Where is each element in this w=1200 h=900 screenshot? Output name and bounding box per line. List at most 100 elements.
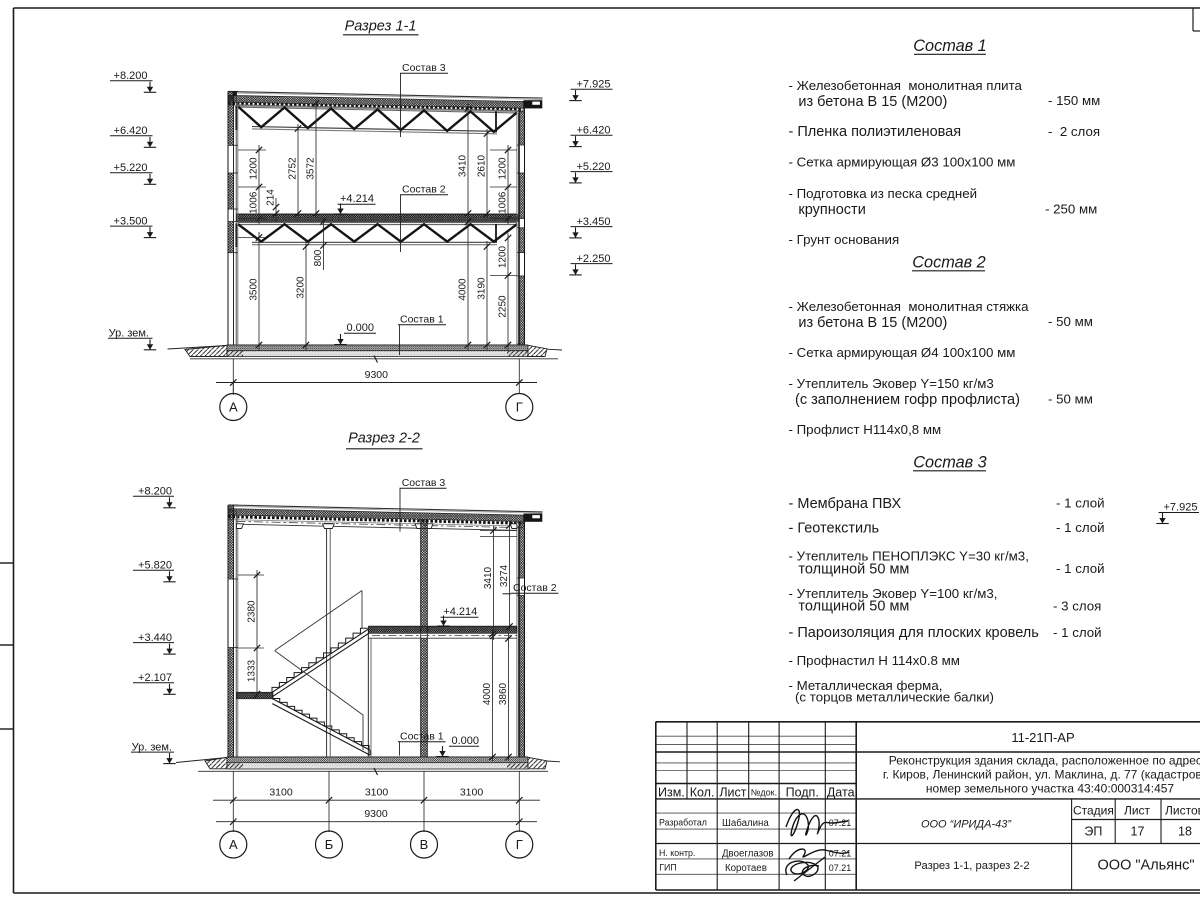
svg-text:ООО “ИРИДА-43”: ООО “ИРИДА-43”: [921, 819, 1012, 831]
svg-text:Дата: Дата: [827, 785, 855, 799]
svg-text:9300: 9300: [364, 808, 388, 820]
svg-text:Стадия: Стадия: [1073, 804, 1114, 818]
svg-text:0.000: 0.000: [452, 735, 480, 747]
svg-text:- Железобетонная монолитная с: - Железобетонная монолитная стяжка: [789, 299, 1030, 314]
svg-text:2250: 2250: [498, 295, 509, 318]
svg-text:- Мембрана ПВХ: - Мембрана ПВХ: [789, 496, 902, 512]
svg-text:- 250 мм: - 250 мм: [1045, 202, 1097, 217]
svg-text:+4.214: +4.214: [340, 193, 374, 205]
svg-text:4000: 4000: [458, 278, 469, 301]
svg-text:3410: 3410: [458, 154, 469, 177]
svg-text:Шабалина: Шабалина: [722, 818, 769, 829]
svg-text:1200: 1200: [498, 157, 509, 180]
svg-text:Состав 1: Состав 1: [400, 731, 444, 743]
svg-text:07.21: 07.21: [829, 863, 852, 873]
svg-text:18: 18: [1178, 825, 1192, 839]
svg-text:Н. контр.: Н. контр.: [659, 848, 695, 858]
svg-text:Г: Г: [516, 837, 523, 852]
svg-text:г. Киров, Ленинский район, ул.: г. Киров, Ленинский район, ул. Маклина, …: [883, 768, 1200, 782]
svg-text:3500: 3500: [249, 278, 260, 301]
svg-text:- 1 слой: - 1 слой: [1053, 625, 1102, 640]
svg-text:07.21: 07.21: [829, 818, 852, 828]
svg-text:из бетона В 15 (М200): из бетона В 15 (М200): [798, 315, 947, 331]
svg-text:- Подготовка из песка средней: - Подготовка из песка средней: [789, 186, 978, 201]
svg-text:А: А: [229, 400, 238, 415]
svg-text:3860: 3860: [498, 682, 509, 705]
svg-text:- 50 мм: - 50 мм: [1048, 314, 1093, 329]
svg-text:- 3 слоя: - 3 слоя: [1053, 599, 1101, 614]
svg-text:Б: Б: [325, 837, 334, 852]
svg-text:2610: 2610: [477, 154, 488, 177]
svg-text:11-21П-АР: 11-21П-АР: [1011, 730, 1074, 745]
svg-text:+8.200: +8.200: [114, 70, 148, 82]
svg-text:+5.220: +5.220: [577, 161, 611, 173]
svg-text:- 1 слой: - 1 слой: [1056, 561, 1105, 576]
svg-text:Листов: Листов: [1165, 804, 1200, 818]
svg-text:Состав 3: Состав 3: [402, 477, 446, 489]
svg-text:2752: 2752: [288, 157, 299, 180]
svg-text:+6.420: +6.420: [577, 125, 611, 137]
svg-text:3410: 3410: [483, 566, 494, 589]
svg-text:- Утеплитель Эковер Y=100 кг/м: - Утеплитель Эковер Y=100 кг/м3,: [789, 586, 998, 601]
svg-text:- Сетка армирующая Ø4 100х100: - Сетка армирующая Ø4 100х100 мм: [789, 345, 1016, 360]
svg-text:1006: 1006: [249, 191, 260, 214]
svg-text:- Профнастил Н 114х0.8 мм: - Профнастил Н 114х0.8 мм: [789, 653, 960, 668]
svg-text:+5.220: +5.220: [114, 162, 148, 174]
svg-text:- Утеплитель ПЕНОПЛЭКС Y=30 кг: - Утеплитель ПЕНОПЛЭКС Y=30 кг/м3,: [789, 549, 1029, 564]
svg-text:Состав 3: Состав 3: [913, 454, 986, 472]
svg-text:Лист: Лист: [1124, 804, 1151, 818]
svg-text:1200: 1200: [498, 245, 509, 268]
svg-text:Изм.: Изм.: [658, 785, 685, 799]
svg-text:(с торцов металлические балки): (с торцов металлические балки): [795, 690, 994, 705]
svg-text:Состав 3: Состав 3: [402, 62, 446, 74]
svg-text:Состав 1: Состав 1: [913, 37, 986, 55]
svg-text:3200: 3200: [296, 276, 307, 299]
svg-text:- Пленка полиэтиленовая: - Пленка полиэтиленовая: [789, 124, 962, 140]
svg-text:+3.440: +3.440: [138, 632, 172, 644]
svg-text:- Пароизоляция для плоских кро: - Пароизоляция для плоских кровель: [789, 625, 1039, 641]
svg-text:- Геотекстиль: - Геотекстиль: [789, 520, 880, 536]
svg-text:- Металлическая ферма,: - Металлическая ферма,: [789, 678, 943, 693]
svg-text:3100: 3100: [269, 787, 293, 799]
svg-text:3100: 3100: [365, 787, 389, 799]
svg-text:Разрез 1-1, разрез 2-2: Разрез 1-1, разрез 2-2: [914, 860, 1029, 872]
svg-text:3190: 3190: [477, 277, 488, 300]
svg-text:9300: 9300: [365, 369, 389, 381]
svg-text:- 1 слой: - 1 слой: [1056, 496, 1105, 511]
svg-text:Состав 1: Состав 1: [400, 314, 444, 326]
svg-text:- Грунт основания: - Грунт основания: [789, 232, 900, 247]
svg-text:17: 17: [1131, 825, 1145, 839]
svg-text:1006: 1006: [498, 191, 509, 214]
svg-text:толщиной 50 мм: толщиной 50 мм: [798, 561, 909, 577]
svg-text:+3.450: +3.450: [577, 216, 611, 228]
svg-text:№док.: №док.: [751, 788, 777, 798]
svg-text:+2.250: +2.250: [577, 253, 611, 265]
svg-text:Состав 2: Состав 2: [513, 582, 557, 594]
svg-text:0.000: 0.000: [347, 322, 375, 334]
svg-text:3572: 3572: [306, 157, 317, 180]
svg-text:3100: 3100: [460, 787, 484, 799]
svg-text:крупности: крупности: [798, 202, 865, 218]
svg-text:+2.107: +2.107: [138, 672, 172, 684]
svg-text:+6.420: +6.420: [114, 125, 148, 137]
svg-text:ГИП: ГИП: [659, 863, 676, 873]
svg-text:Состав 2: Состав 2: [912, 254, 985, 272]
svg-text:Г: Г: [516, 400, 523, 415]
svg-text:Двоеглазов: Двоеглазов: [722, 849, 774, 860]
svg-text:- 150 мм: - 150 мм: [1048, 93, 1100, 108]
svg-text:- 1 слой: - 1 слой: [1056, 520, 1105, 535]
svg-text:(с заполнением гофр профлиста): (с заполнением гофр профлиста): [795, 392, 1020, 408]
svg-text:Подп.: Подп.: [786, 785, 819, 799]
svg-text:2380: 2380: [247, 600, 258, 623]
svg-text:Разрез 2-2: Разрез 2-2: [348, 431, 420, 447]
svg-text:+8.200: +8.200: [138, 486, 172, 498]
svg-text:Лист: Лист: [719, 785, 746, 799]
svg-text:А: А: [229, 837, 238, 852]
svg-text:1200: 1200: [249, 157, 260, 180]
svg-text:- Утеплитель Эковер Y=150 кг/м: - Утеплитель Эковер Y=150 кг/м3: [789, 376, 994, 391]
svg-text:ЭП: ЭП: [1084, 825, 1102, 839]
svg-text:- Железобетонная монолитная п: - Железобетонная монолитная плита: [789, 78, 1023, 93]
svg-text:1333: 1333: [247, 659, 258, 682]
svg-text:Реконструкция здания склада, р: Реконструкция здания склада, расположенн…: [889, 754, 1200, 768]
svg-text:- Профлист Н114х0,8 мм: - Профлист Н114х0,8 мм: [789, 422, 942, 437]
